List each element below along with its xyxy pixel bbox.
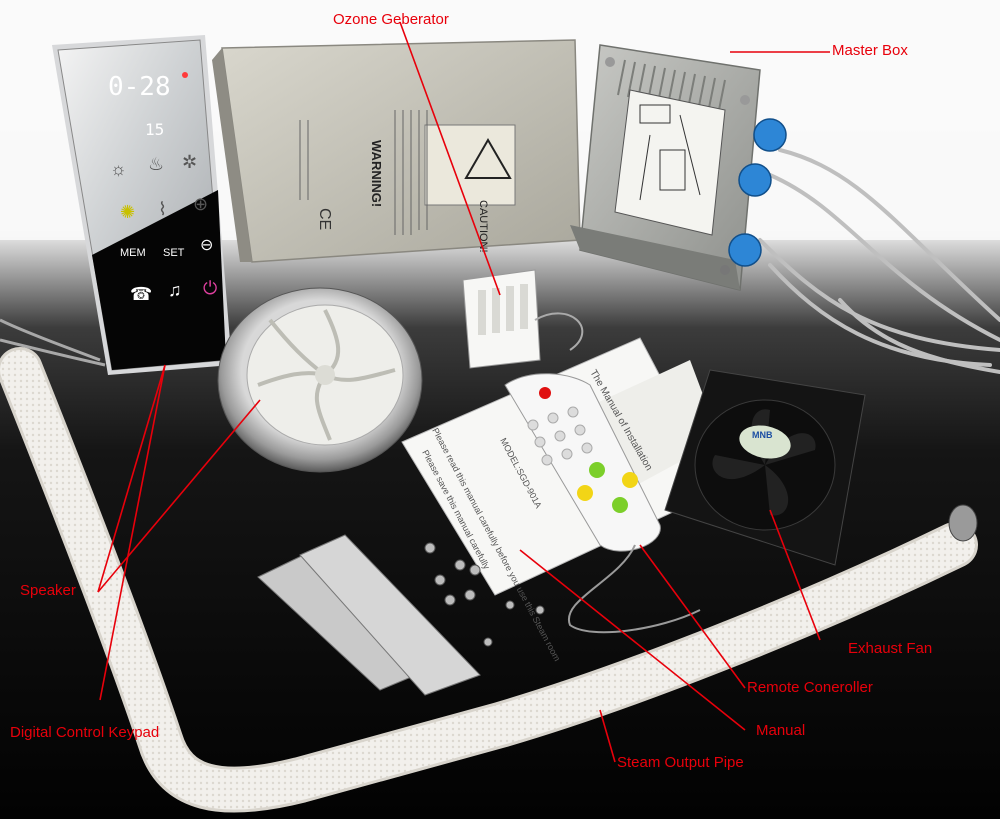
keypad-temp-display: 15 xyxy=(145,120,164,139)
power-icon: ⏻ xyxy=(203,278,217,298)
keypad-time-display: 0-28 xyxy=(108,72,171,102)
mounting-brackets xyxy=(257,534,481,696)
caution-text: CAUTION! xyxy=(477,200,489,253)
remote-controller-label: Remote Coneroller xyxy=(747,679,873,696)
color-light-icon: ✺ xyxy=(120,202,135,222)
set-button-label: SET xyxy=(163,247,185,259)
leader-lines xyxy=(97,21,830,763)
ce-mark-text: CE xyxy=(316,208,333,230)
steam-output-pipe-label: Steam Output Pipe xyxy=(617,754,744,771)
speaker xyxy=(217,287,423,473)
speaker-label: Speaker xyxy=(20,582,76,599)
digital-control-keypad: 0-28 15 ☼ ♨ ✲ ✺ ⌇ ⊕ MEM SET ⊖ ☎ ♫ ⏻ xyxy=(52,35,232,375)
master-box-cables xyxy=(758,148,1000,374)
keypad-label: Digital Control Keypad xyxy=(10,724,160,741)
ozone-generator xyxy=(462,269,584,369)
mem-button-label: MEM xyxy=(120,247,146,259)
manual-label: Manual xyxy=(756,722,806,739)
ozone-generator-label: Ozone Geberator xyxy=(333,11,449,28)
remote-controller xyxy=(504,373,661,552)
phone-icon: ☎ xyxy=(130,284,152,304)
light-icon: ☼ xyxy=(110,159,127,179)
plus-icon: ⊕ xyxy=(193,194,208,214)
steam-output-pipe xyxy=(0,347,978,813)
music-icon: ♫ xyxy=(168,280,182,300)
master-box xyxy=(570,44,787,291)
fan-icon: ✲ xyxy=(182,152,197,172)
exhaust-fan-label: Exhaust Fan xyxy=(848,640,933,657)
steam-icon: ♨ xyxy=(148,154,164,174)
exhaust-fan: MNB xyxy=(664,369,866,566)
screws xyxy=(424,542,545,647)
steam-generator: CAUTION! WARNING! CE xyxy=(212,39,581,263)
fan-brand-text: MNB xyxy=(752,430,773,440)
minus-icon: ⊖ xyxy=(200,237,213,254)
master-box-label: Master Box xyxy=(832,42,908,59)
warning-text: WARNING! xyxy=(369,140,384,207)
keypad-cables xyxy=(0,318,106,367)
fan-cable xyxy=(567,544,701,634)
thermometer-icon: ⌇ xyxy=(158,199,167,219)
